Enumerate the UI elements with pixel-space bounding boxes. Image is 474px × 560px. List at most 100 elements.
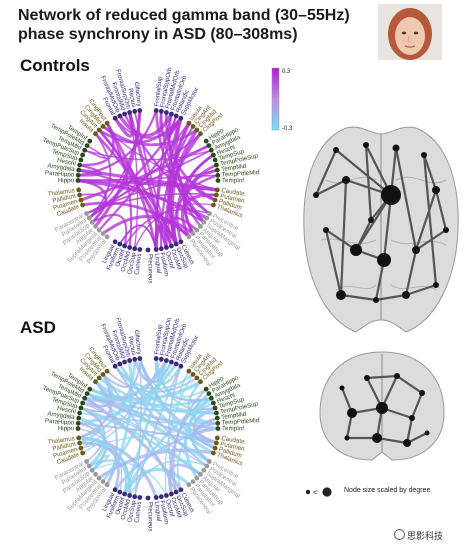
brain-edge: [422, 154, 438, 286]
brain-front-view: [319, 351, 445, 461]
controls-node: [169, 243, 174, 249]
controls-node-label: Pallidum: [52, 193, 77, 205]
controls-edge: [77, 178, 208, 220]
asd-node-label: Cuneus: [133, 501, 142, 523]
controls-edge: [86, 149, 212, 215]
asd-edge: [77, 427, 123, 493]
asd-edge: [77, 362, 178, 426]
asd-node: [201, 467, 207, 473]
asd-node: [158, 494, 164, 500]
controls-node-label: FrontalSup: [153, 75, 164, 106]
controls-label: Controls: [20, 56, 90, 75]
brain-node: [323, 227, 329, 233]
asd-node: [164, 493, 169, 498]
asd-node: [203, 386, 209, 392]
asd-node: [153, 356, 159, 361]
controls-node: [127, 245, 132, 250]
controls-node: [173, 113, 179, 119]
controls-node: [93, 131, 98, 137]
asd-node: [112, 363, 118, 369]
controls-node-label: Hippo: [58, 177, 75, 184]
brain-node: [350, 244, 362, 256]
brain-edge: [376, 436, 408, 445]
asd-node: [158, 356, 164, 362]
node-size-legend: <: [305, 487, 332, 497]
controls-edge: [84, 149, 212, 161]
controls-node-label: Olfactory: [133, 82, 143, 108]
brain-node: [381, 185, 401, 205]
brain-edge: [325, 229, 357, 251]
controls-edge: [182, 153, 215, 235]
asd-node: [164, 358, 169, 363]
legend-small-node-icon: [305, 489, 311, 495]
asd-node-label: Lingual: [153, 501, 162, 522]
brain-edge: [394, 147, 418, 251]
controls-node: [122, 243, 127, 249]
controls-node-label: Thalamus: [47, 187, 75, 198]
controls-precuneus-label: Precuneus: [146, 254, 153, 284]
asd-node: [169, 491, 174, 497]
brain-edge: [366, 374, 398, 380]
controls-node-label: Caudate: [221, 187, 246, 197]
controls-node: [89, 219, 95, 225]
brain-edge: [375, 293, 407, 302]
controls-node: [194, 227, 200, 233]
asd-edge: [82, 361, 173, 454]
asd-node: [112, 487, 118, 493]
brain-node: [376, 402, 388, 414]
asd-node: [214, 415, 220, 421]
controls-node-label: Heschl: [56, 157, 76, 168]
asd-node: [104, 482, 110, 488]
asd-node: [215, 420, 221, 426]
brain-node: [368, 217, 374, 223]
controls-node: [137, 108, 143, 113]
brain-node: [313, 192, 319, 198]
asd-node: [104, 368, 110, 374]
asd-edge: [128, 459, 208, 496]
asd-node: [186, 482, 192, 488]
brain-node: [364, 375, 370, 381]
brain-node: [412, 246, 420, 254]
controls-node: [204, 215, 210, 221]
brain-node: [342, 176, 350, 184]
controls-node: [208, 147, 214, 153]
controls-node: [112, 239, 118, 245]
controls-node: [100, 231, 106, 237]
controls-edge: [78, 110, 158, 177]
brain-front-edges: [340, 374, 428, 445]
asd-connectogram: FrontalSupFrontalSupOrbFrontalMidOrbFron…: [42, 318, 260, 532]
brain-node: [432, 186, 440, 194]
asd-node-label: Amygdala: [47, 410, 76, 421]
controls-edge: [88, 133, 112, 219]
brain-node: [424, 430, 430, 436]
controls-node: [164, 110, 169, 115]
asd-node: [137, 495, 143, 500]
controls-node-label: ParaHippo: [45, 170, 75, 179]
asd-node: [211, 450, 216, 456]
brain-edge: [339, 179, 348, 296]
asd-node: [208, 395, 214, 401]
asd-node: [137, 356, 143, 361]
controls-node: [215, 172, 221, 178]
controls-node: [77, 162, 82, 168]
asd-edge: [114, 365, 208, 467]
controls-edge: [164, 132, 202, 248]
asd-node: [212, 445, 218, 451]
controls-node: [75, 178, 81, 183]
brain-edge: [314, 149, 338, 196]
controls-node: [117, 241, 123, 247]
controls-node-label: OccInf: [164, 251, 176, 270]
controls-node: [127, 110, 132, 115]
asd-node: [78, 405, 84, 411]
controls-node: [164, 245, 169, 250]
asd-node-label: TempInf: [222, 425, 244, 432]
controls-edge: [165, 112, 216, 202]
controls-node: [76, 167, 82, 173]
controls-edge: [84, 144, 107, 159]
controls-edge: [185, 133, 210, 154]
controls-node: [203, 138, 209, 144]
asd-node: [190, 479, 196, 484]
controls-node: [198, 223, 203, 229]
brain-node: [339, 385, 345, 391]
controls-node: [117, 113, 123, 119]
